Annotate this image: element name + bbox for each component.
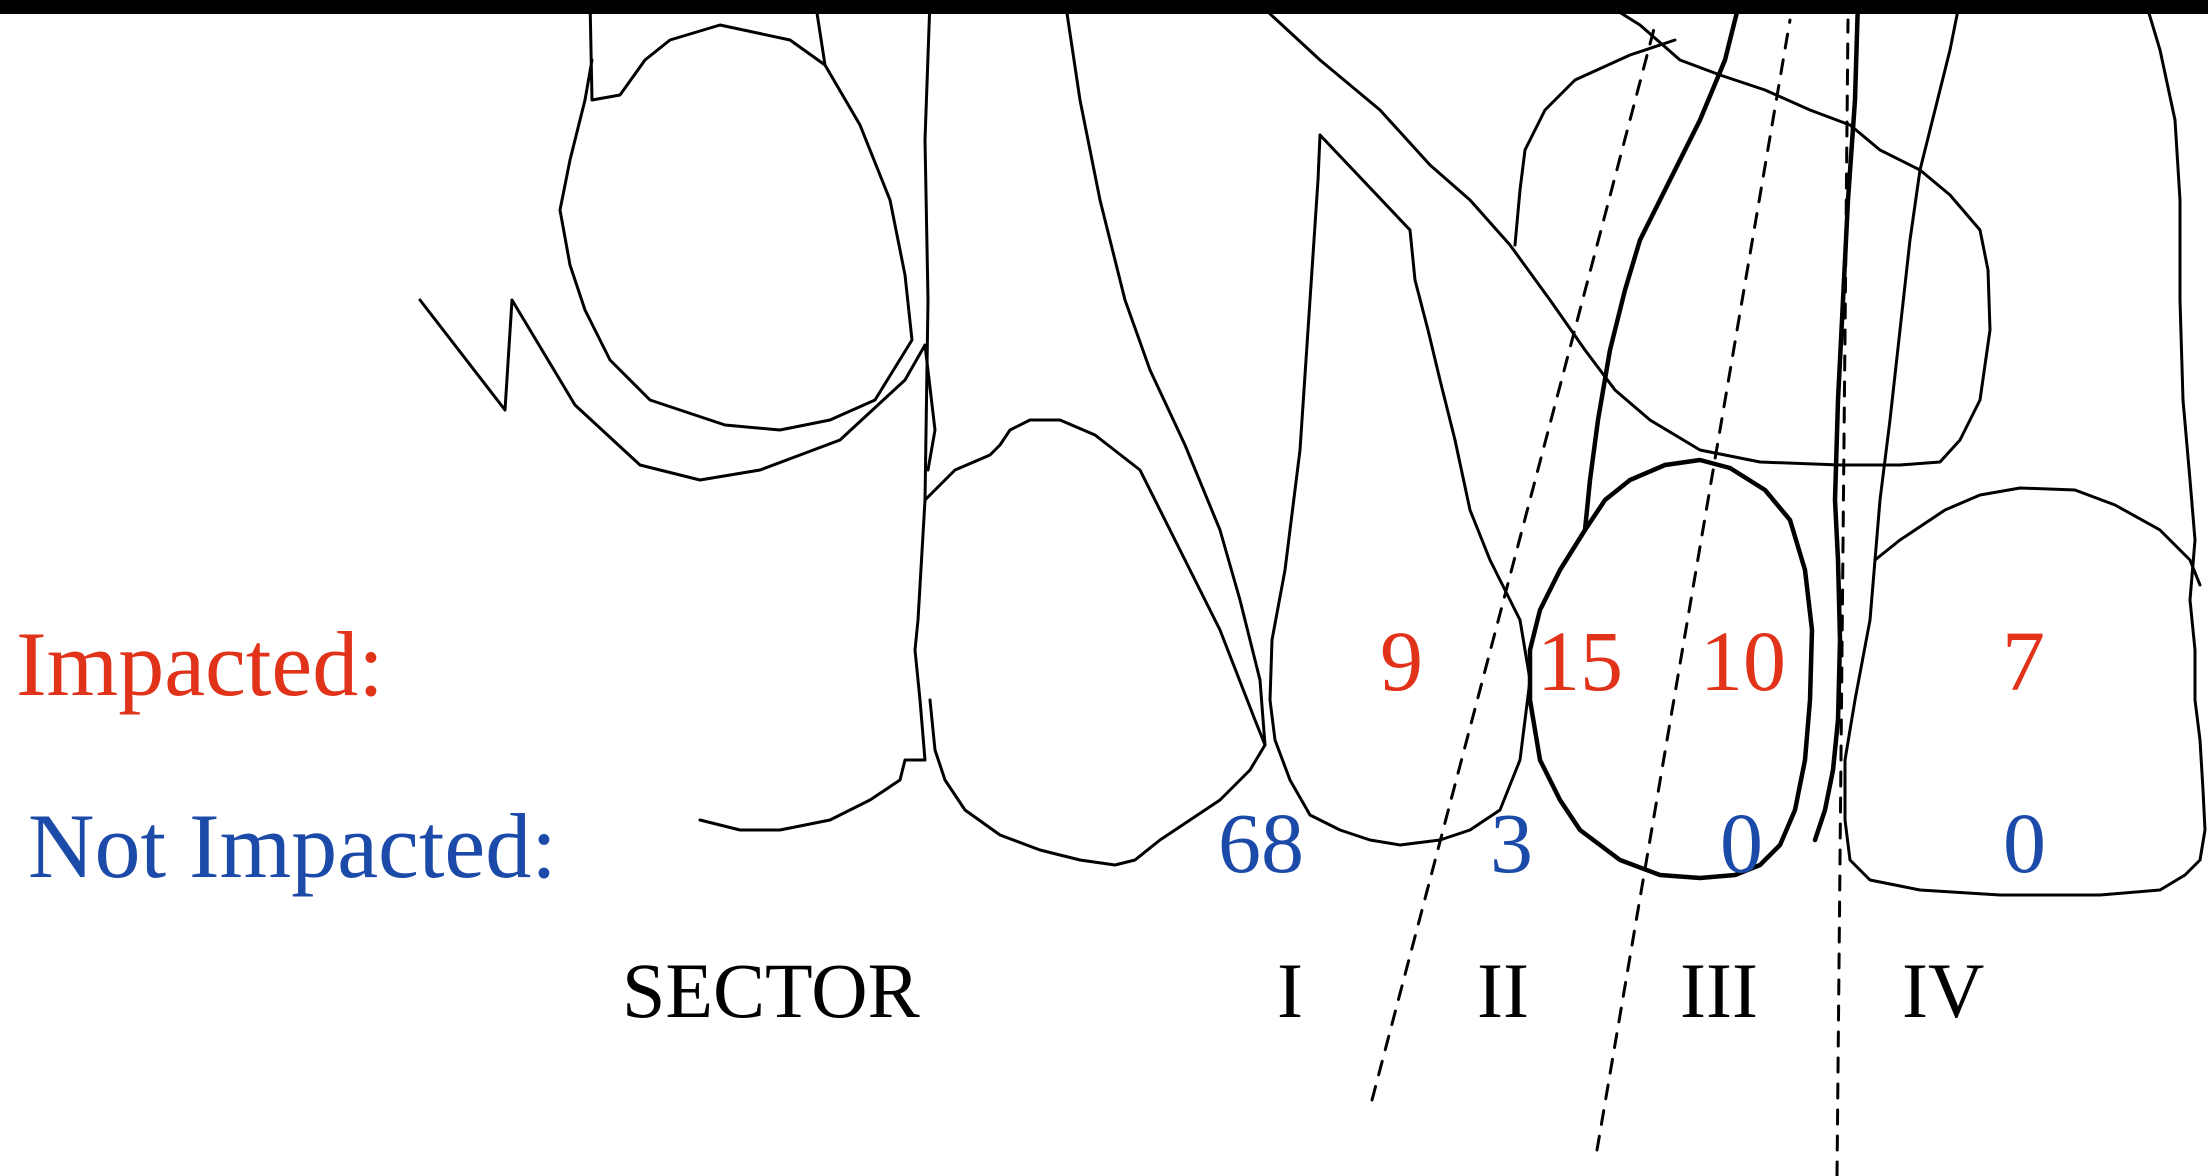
not-impacted-count-sector-3: 0 (1720, 795, 1763, 891)
right-incisor-crown-top (1873, 486, 2202, 587)
right-edge-root (2143, 0, 2197, 602)
not-impacted-label: Not Impacted: (28, 795, 557, 897)
right-incisor-outline (1843, 0, 2207, 897)
sector-name-2: II (1477, 947, 1529, 1034)
central-incisor-crown (1527, 457, 1815, 881)
sector-divider-3 (1835, 18, 1850, 1176)
crown-left-outline (558, 0, 914, 432)
incisor-root-left (1582, 0, 1743, 533)
not-impacted-count-sector-1: 68 (1218, 795, 1304, 891)
impacted-count-sector-3: 10 (1700, 613, 1786, 709)
sector-name-1: I (1277, 947, 1303, 1034)
sector-divider-2 (1595, 18, 1792, 1152)
not-impacted-count-sector-4: 0 (2003, 795, 2046, 891)
sector-label: SECTOR (622, 947, 920, 1034)
impacted-count-sector-1: 9 (1380, 613, 1423, 709)
impacted-crown-back (1513, 38, 1677, 247)
sector-name-3: III (1680, 947, 1758, 1034)
premolar-crown (923, 418, 1267, 867)
sector-divider-1 (1370, 23, 1657, 1102)
premolar-root (698, 0, 932, 832)
molar-outline (418, 298, 937, 482)
premolar-root-right (1063, 0, 1267, 747)
incisor-root-right (1812, 0, 1861, 843)
impacted-tooth-outline (1253, 0, 1992, 467)
sector-name-4: IV (1902, 947, 1985, 1034)
top-border (0, 0, 2208, 14)
impacted-count-sector-2: 15 (1537, 613, 1623, 709)
canine-outline (1268, 133, 1532, 847)
impacted-label: Impacted: (16, 613, 384, 715)
not-impacted-count-sector-2: 3 (1490, 795, 1533, 891)
impacted-count-sector-4: 7 (2002, 613, 2045, 709)
molar-root-line (813, 0, 827, 67)
